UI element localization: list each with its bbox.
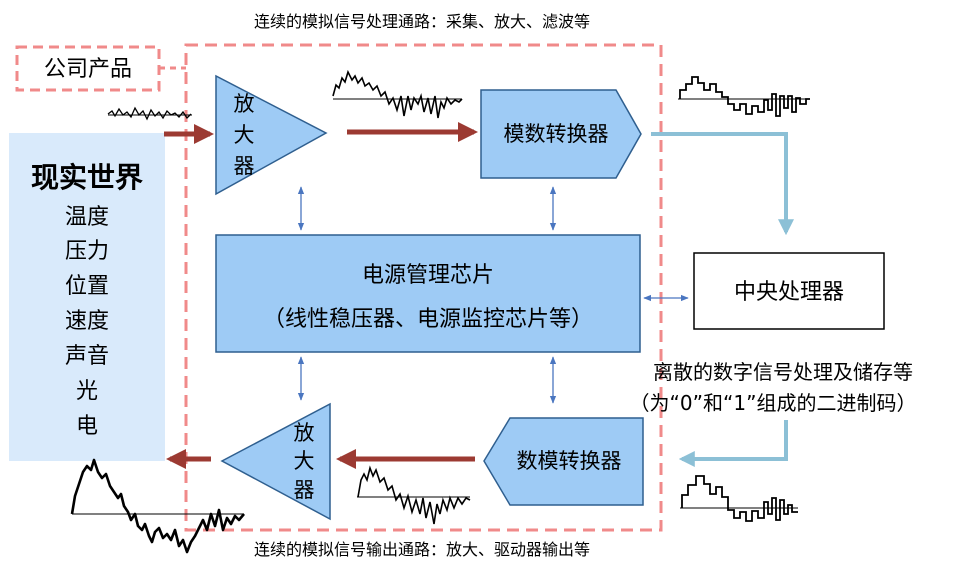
adc-digital-waveform	[678, 76, 810, 117]
digital-note-line1: 离散的数字信号处理及储存等	[653, 360, 913, 384]
real-world-item: 速度	[65, 309, 109, 334]
adc-label: 模数转换器	[504, 122, 609, 146]
cpu-label: 中央处理器	[734, 280, 844, 305]
output-large-waveform	[70, 458, 245, 554]
amplified-analog-waveform	[332, 69, 463, 119]
dac-label: 数模转换器	[517, 449, 622, 473]
input-amplifier-char: 大	[234, 123, 255, 147]
input-small-waveform	[107, 106, 192, 121]
caption-bottom: 连续的模拟信号输出通路：放大、驱动器输出等	[254, 540, 590, 559]
real-world-item: 声音	[65, 344, 109, 369]
adc-block	[480, 89, 642, 179]
output-amplifier-char: 放	[294, 421, 315, 445]
power-management-block	[215, 234, 641, 353]
real-world-item: 光	[76, 379, 98, 404]
input-amplifier	[215, 74, 328, 196]
real-world-title: 现实世界	[31, 161, 143, 194]
output-amplifier-char: 大	[294, 449, 315, 473]
company-boundary	[184, 43, 663, 532]
real-world-item: 电	[76, 414, 98, 439]
cpu-block	[693, 252, 885, 330]
digital-note-line2: （为“0”和“1”组成的二进制码）	[630, 391, 917, 415]
dac-output-analog-waveform	[357, 465, 471, 525]
dac-block	[483, 417, 644, 506]
input-amplifier-char: 器	[234, 154, 255, 178]
digital-arrow-cpu-to-dac	[678, 420, 788, 467]
caption-top: 连续的模拟信号处理通路：采集、放大、滤波等	[254, 12, 590, 31]
input-amplifier-char: 放	[234, 92, 255, 116]
power-management-subtitle: （线性稳压器、电源监控芯片等）	[263, 307, 593, 332]
cpu-output-digital-waveform	[680, 475, 798, 522]
output-amplifier-char: 器	[294, 478, 315, 502]
digital-arrow-adc-to-cpu	[651, 132, 794, 236]
real-world-item: 压力	[65, 239, 109, 264]
output-amplifier	[220, 402, 331, 521]
company-label: 公司产品	[44, 57, 132, 82]
power-management-title: 电源管理芯片	[362, 263, 494, 288]
real-world-panel	[9, 133, 165, 461]
real-world-item: 温度	[65, 205, 109, 230]
real-world-item: 位置	[65, 274, 109, 299]
